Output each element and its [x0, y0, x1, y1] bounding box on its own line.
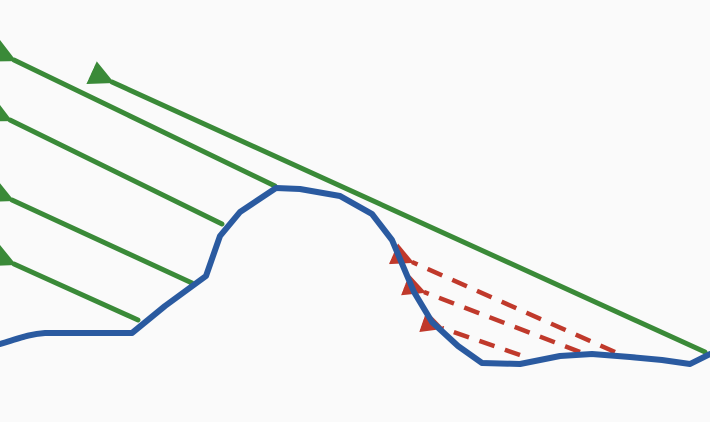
occluded-ray-3	[419, 310, 521, 358]
visible-ray-5	[0, 243, 141, 323]
visible-rays	[0, 38, 708, 355]
occluded-ray-1	[388, 243, 616, 355]
visible-ray-4	[0, 179, 195, 286]
occluded-rays	[388, 243, 616, 358]
visible-ray-1	[86, 61, 708, 355]
occluded-ray-2	[401, 274, 581, 355]
terrain-profile	[0, 185, 710, 367]
visible-ray-3	[0, 98, 225, 227]
visible-ray-2	[0, 38, 278, 189]
